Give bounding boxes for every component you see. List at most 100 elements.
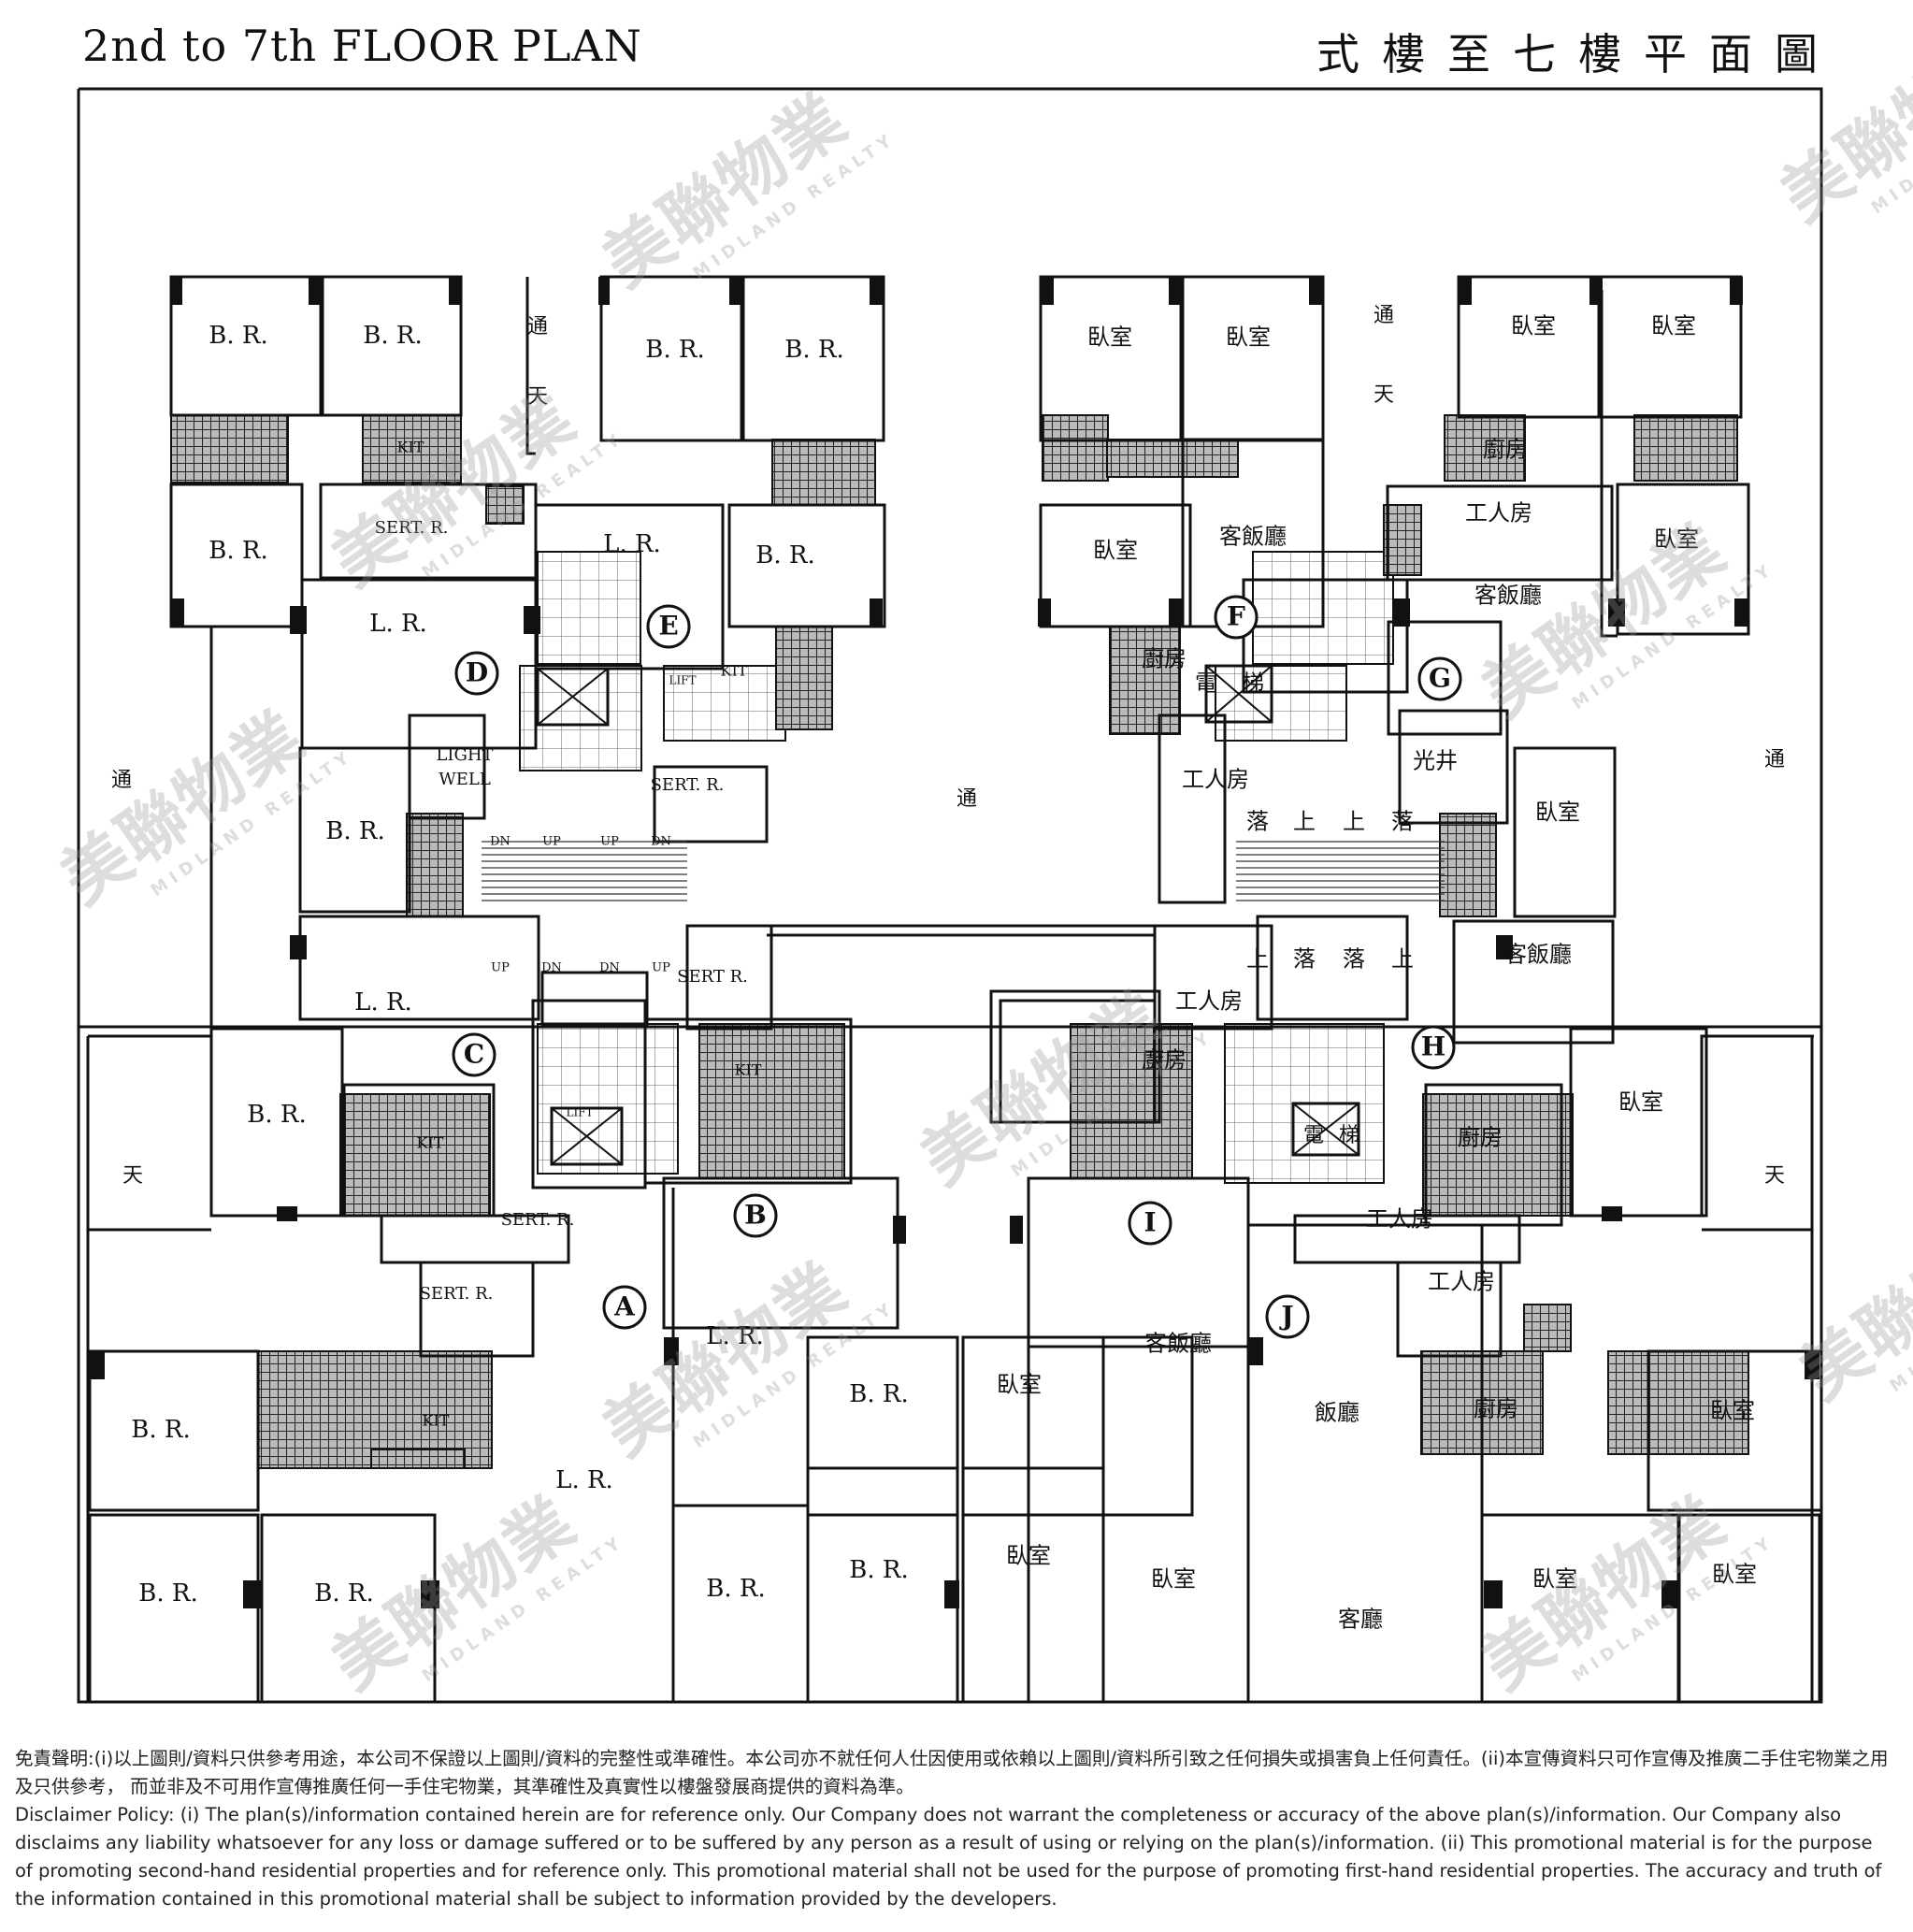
room-label: 廚房 [1458, 1125, 1503, 1151]
wall-block [598, 277, 610, 305]
heavy-walls [90, 277, 1820, 1608]
wall-block [524, 606, 540, 634]
wall-block [290, 935, 307, 959]
room-label: L. R. [706, 1322, 764, 1350]
wall-block [449, 277, 462, 305]
room-outline [1480, 1513, 1680, 1704]
room-label: 落 [1343, 946, 1365, 973]
room-outline [321, 275, 463, 417]
room-label: 客飯廳 [1219, 524, 1287, 550]
room-label: DN [490, 835, 511, 849]
room-label: 光井 [1413, 748, 1458, 774]
unit-marker-H: H [1411, 1025, 1456, 1070]
room-label: 電 [1195, 670, 1217, 697]
room-outline [1181, 275, 1325, 442]
room-outline [1246, 1223, 1484, 1704]
room-label: 電 [1303, 1124, 1324, 1147]
wall-block [1010, 1216, 1023, 1244]
room-label: L. R. [603, 530, 661, 558]
wall-block [1041, 277, 1054, 305]
plan-structure [77, 87, 1823, 1704]
corridor-tiles [537, 1023, 679, 1175]
disclaimer-english: Disclaimer Policy: (i) The plan(s)/infor… [15, 1804, 1882, 1910]
open-area-label: 通 [1764, 748, 1785, 771]
unit-marker-circle [1411, 1025, 1456, 1070]
unit-marker-circle [454, 651, 499, 696]
room-outline [88, 1349, 260, 1512]
room-label: KIT [721, 662, 748, 680]
unit-marker-circle [452, 1032, 496, 1077]
open-area-label: 通 [111, 769, 132, 792]
wall-block [1602, 1206, 1622, 1221]
corridor-tiles [537, 551, 641, 665]
wet-area-tiles [1422, 1093, 1574, 1217]
wet-area-tiles [362, 414, 462, 483]
wet-area-tiles [775, 626, 833, 730]
room-label: 上 [1246, 946, 1269, 973]
wet-area-tiles [1523, 1304, 1572, 1352]
room-label: B. R. [849, 1380, 908, 1408]
room-outline [408, 714, 486, 820]
room-outline [1457, 275, 1601, 419]
lift-cross [537, 668, 609, 726]
open-area-label: 通 [527, 315, 548, 339]
open-area-label: 通 [956, 787, 977, 811]
unit-marker-J: J [1265, 1294, 1310, 1339]
unit-marker-circle [1128, 1201, 1172, 1246]
open-area-label: 天 [122, 1164, 143, 1188]
unit-marker-label: G [1429, 663, 1451, 694]
room-label: 廚房 [1142, 646, 1187, 672]
room-label: B. R. [209, 537, 267, 565]
room-outline [999, 999, 1157, 1124]
room-label: DN [541, 961, 562, 975]
wall-block [1248, 1337, 1263, 1365]
room-label: 工人房 [1465, 500, 1532, 526]
room-label: KIT [397, 439, 424, 456]
room-outline [1204, 664, 1273, 724]
wet-area-tiles [1439, 813, 1497, 917]
room-outline [1039, 275, 1183, 442]
room-outline [741, 275, 885, 442]
wet-area-tiles [1106, 439, 1239, 478]
unit-marker-A: A [602, 1285, 647, 1330]
unit-marker-G: G [1417, 656, 1462, 701]
unit-marker-circle [646, 604, 691, 649]
room-outline [685, 924, 773, 1031]
room-label: 客廳 [1338, 1607, 1383, 1633]
room-outline [531, 999, 647, 1189]
room-outline [727, 503, 886, 628]
wall-block [309, 277, 322, 305]
room-label: SERT. R. [420, 1284, 494, 1304]
room-label: B. R. [131, 1416, 190, 1444]
wall-block [1393, 598, 1410, 627]
wall-block [1661, 1580, 1680, 1608]
room-outline [1424, 1083, 1563, 1227]
wet-area-tiles [1383, 504, 1422, 576]
unit-marker-circle [1265, 1294, 1310, 1339]
room-outline [540, 971, 649, 1026]
room-label: SERT. R. [501, 1210, 575, 1230]
room-outline [260, 1513, 437, 1704]
room-label: LIGHT [436, 745, 493, 765]
room-outline [1291, 1102, 1360, 1157]
room-label: 廚房 [1483, 437, 1528, 463]
room-outline [1452, 919, 1615, 1045]
unit-marker-B: B [733, 1193, 778, 1238]
wall-block [1169, 598, 1182, 627]
room-label: LIFT [566, 1106, 593, 1119]
room-label: WELL [439, 770, 491, 789]
room-label: 工人房 [1175, 988, 1243, 1015]
wall-line [77, 87, 1823, 1704]
floor-plan: B. R.B. R.B. R.B. R.B. R.SERT. R.L. R.B.… [77, 87, 1823, 1704]
wall-line [171, 625, 213, 1029]
wall-block [1309, 277, 1322, 305]
wall-block [1734, 598, 1748, 627]
wet-area-tiles [170, 414, 289, 483]
room-outline [1387, 620, 1503, 736]
wall-block [1038, 598, 1051, 627]
room-outline [806, 1466, 959, 1704]
room-label: DN [651, 835, 671, 849]
plan-title-english: 2nd to 7th FLOOR PLAN [82, 21, 642, 71]
corridor-tiles [1215, 665, 1347, 742]
room-outline [1039, 503, 1192, 628]
